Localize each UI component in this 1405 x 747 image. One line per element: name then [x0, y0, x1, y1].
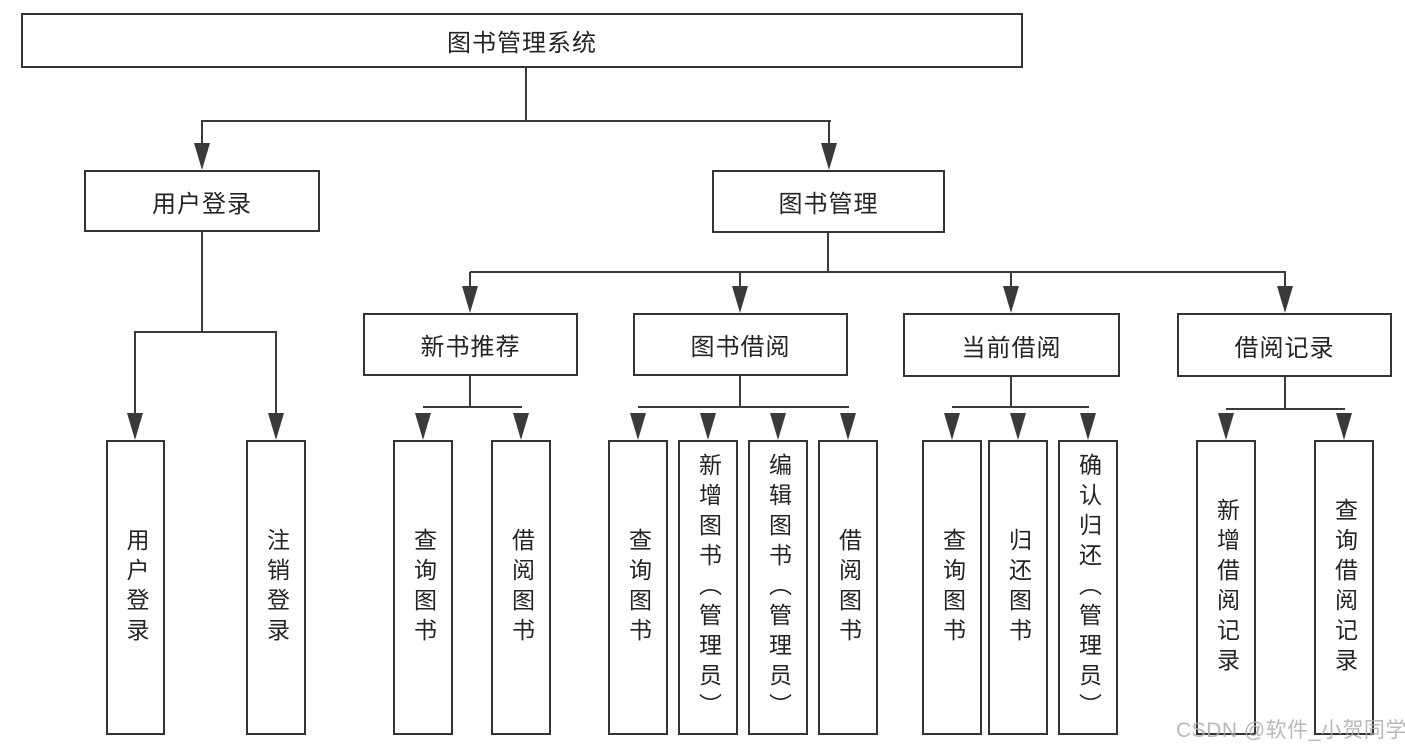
- arrow-to-leaf-logout: [268, 413, 284, 440]
- node-book-management: 图书管理: [712, 170, 945, 233]
- leaf-cb-return-book: 归还图书: [988, 440, 1048, 735]
- leaf-cb-confirm-return-admin: 确认归还（管理员）: [1058, 440, 1118, 735]
- arrow-cb-query: [944, 413, 960, 440]
- arrow-to-borrow-record: [1277, 286, 1293, 313]
- connector-current-borrow-stem: [1010, 376, 1012, 407]
- arrow-to-user-login: [194, 143, 210, 170]
- connector-to-leaf-user-login: [134, 332, 136, 414]
- arrow-bb-borrow: [840, 413, 856, 440]
- connector-current-borrow-hbar: [952, 406, 1089, 408]
- node-new-book-recommend: 新书推荐: [363, 313, 578, 376]
- connector-new-book-hbar: [423, 406, 522, 408]
- leaf-logout: 注销登录: [246, 440, 306, 735]
- leaf-user-login: 用户登录: [106, 440, 165, 735]
- connector-borrow-record-stem: [1284, 376, 1286, 409]
- connector-to-leaf-logout: [275, 332, 277, 414]
- arrow-to-leaf-user-login: [127, 413, 143, 440]
- arrow-bb-query: [630, 413, 646, 440]
- leaf-bb-add-book-admin: 新增图书（管理员）: [678, 440, 738, 735]
- arrow-br-add: [1218, 413, 1234, 440]
- arrow-br-query: [1336, 413, 1352, 440]
- connector-to-borrow-record: [1284, 272, 1286, 288]
- connector-book-mgmt-hbar: [470, 271, 1286, 273]
- leaf-br-add-record: 新增借阅记录: [1196, 440, 1256, 735]
- connector-book-borrow-stem: [739, 376, 741, 407]
- connector-to-book-borrow: [739, 272, 741, 288]
- connector-to-user-login: [201, 121, 203, 146]
- arrow-to-book-management: [821, 143, 837, 170]
- leaf-cb-query-book: 查询图书: [922, 440, 982, 735]
- arrow-to-book-borrow: [732, 286, 748, 313]
- arrow-nb-borrow: [513, 413, 529, 440]
- node-user-login: 用户登录: [84, 170, 320, 232]
- arrow-to-current-borrow: [1003, 286, 1019, 313]
- connector-to-book-management: [828, 121, 830, 146]
- leaf-newbook-query-book: 查询图书: [393, 440, 453, 735]
- arrow-bb-edit: [770, 413, 786, 440]
- node-book-borrowing: 图书借阅: [633, 313, 848, 376]
- arrow-cb-confirm: [1080, 413, 1096, 440]
- connector-root-stem: [525, 68, 527, 121]
- node-current-borrowing: 当前借阅: [903, 313, 1120, 377]
- connector-borrow-record-hbar: [1226, 408, 1345, 410]
- connector-user-login-hbar: [134, 331, 277, 333]
- arrow-bb-add: [700, 413, 716, 440]
- leaf-bb-borrow-book: 借阅图书: [818, 440, 878, 735]
- connector-to-new-book: [469, 272, 471, 288]
- leaf-bb-query-book: 查询图书: [608, 440, 668, 735]
- connector-book-mgmt-stem: [827, 233, 829, 272]
- arrow-to-new-book: [462, 286, 478, 313]
- arrow-cb-return: [1010, 413, 1026, 440]
- csdn-watermark: CSDN @软件_小贺同学: [1176, 719, 1405, 742]
- connector-to-current-borrow: [1010, 272, 1012, 288]
- connector-new-book-stem: [469, 376, 471, 407]
- node-library-management-system: 图书管理系统: [21, 13, 1023, 68]
- connector-book-borrow-hbar: [638, 406, 849, 408]
- arrow-nb-query: [415, 413, 431, 440]
- connector-root-hbar: [201, 120, 831, 122]
- leaf-br-query-record: 查询借阅记录: [1314, 440, 1374, 735]
- connector-user-login-stem: [201, 232, 203, 332]
- leaf-bb-edit-book-admin: 编辑图书（管理员）: [748, 440, 808, 735]
- node-borrowing-records: 借阅记录: [1177, 313, 1392, 377]
- leaf-newbook-borrow-book: 借阅图书: [491, 440, 551, 735]
